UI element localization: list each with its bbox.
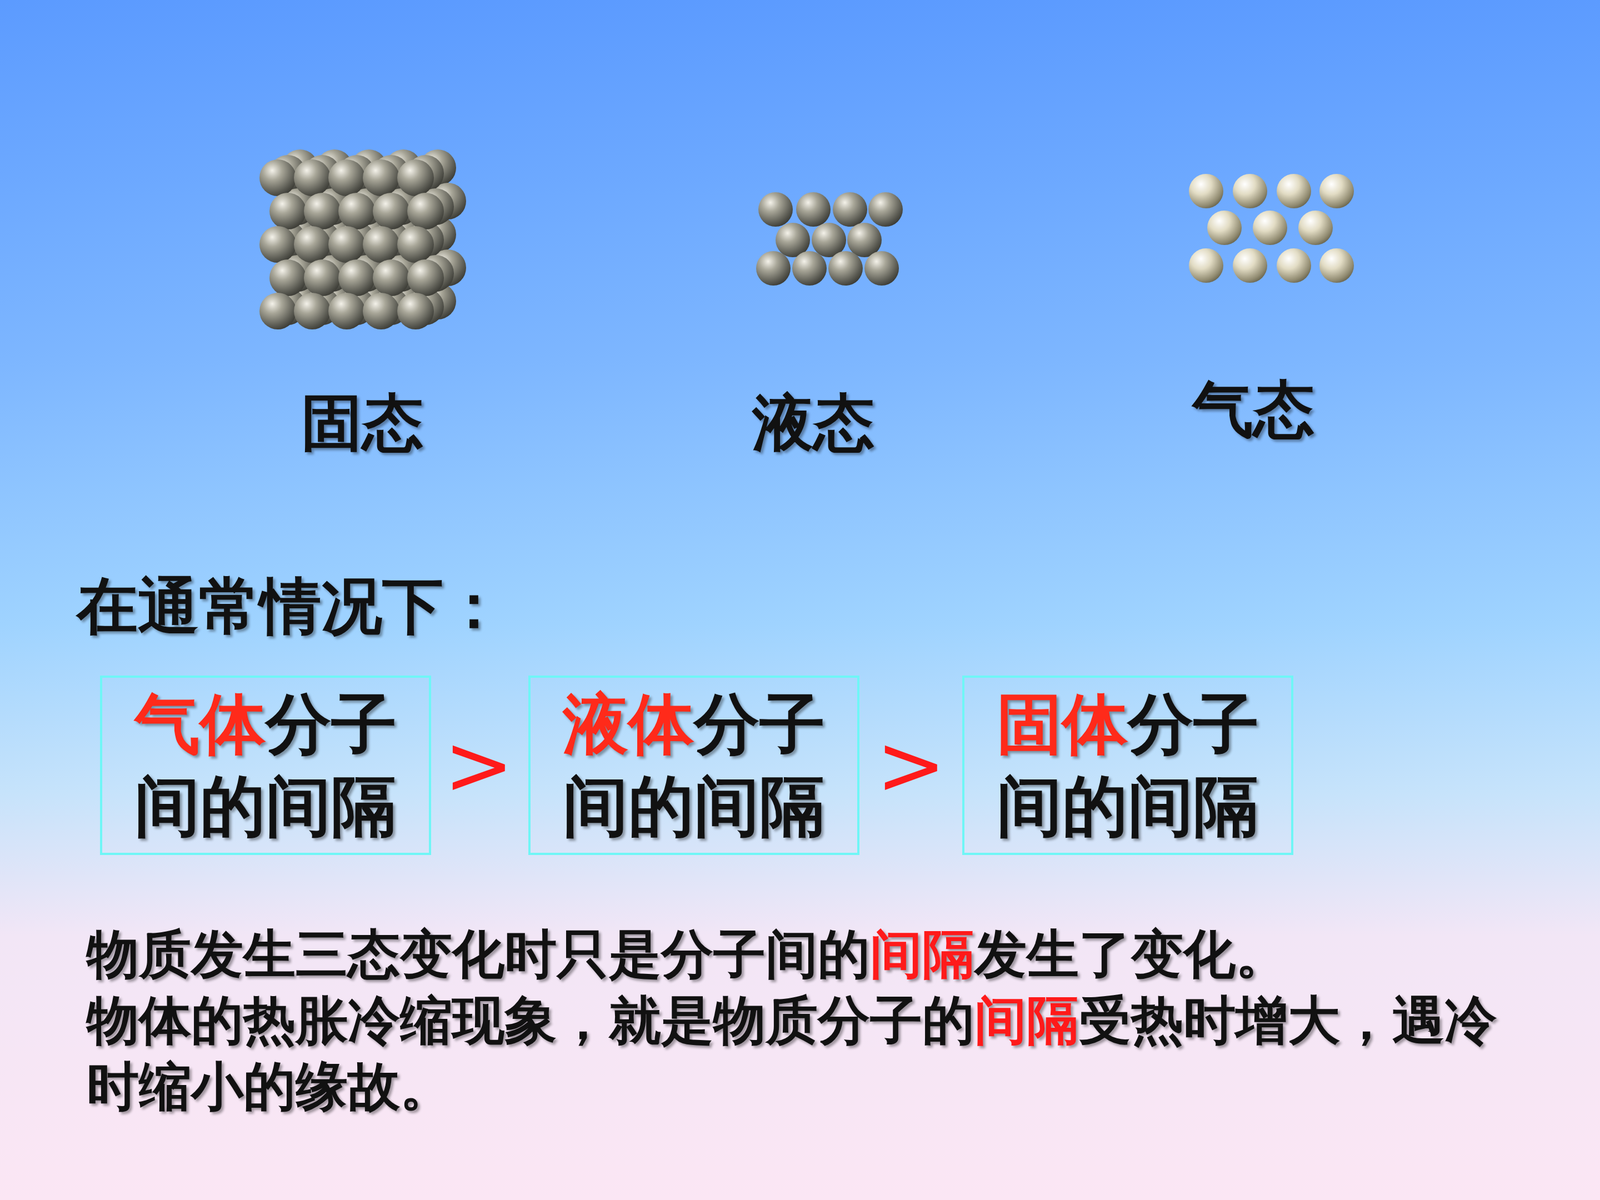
state-name: 固体 <box>996 685 1128 763</box>
molecule-sphere <box>1298 210 1333 245</box>
molecule-sphere <box>259 159 297 197</box>
molecule-sphere <box>407 259 444 297</box>
molecule-sphere <box>303 192 341 230</box>
molecule-sphere <box>362 226 400 263</box>
molecule-sphere <box>269 192 307 230</box>
intro-text: 在通常情况下： <box>76 565 505 649</box>
molecule-sphere <box>259 226 297 263</box>
molecule-sphere <box>796 192 831 227</box>
comparison-box: 液体分子间的间隔 <box>528 675 860 855</box>
molecule-sphere <box>828 251 863 286</box>
comparison-box: 固体分子间的间隔 <box>962 675 1294 855</box>
highlight-word: 间隔 <box>974 990 1079 1051</box>
molecule-sphere <box>362 159 400 197</box>
molecule-sphere <box>397 159 434 197</box>
highlight-word: 间隔 <box>870 923 975 985</box>
explanation-segment: 物体的热胀冷缩现象，就是物质分子的 <box>86 990 975 1051</box>
molecule-sphere <box>303 259 341 297</box>
molecule-sphere <box>397 292 434 330</box>
explanation-text: 物体的热胀冷缩现象，就是物质分子的间隔受热时增大，遇冷时缩小的缘故。 <box>86 987 1543 1120</box>
molecule-sphere <box>1276 173 1312 209</box>
molecule-sphere <box>792 251 827 286</box>
molecule-sphere <box>328 159 365 197</box>
molecule-sphere <box>372 259 410 297</box>
molecule-sphere <box>372 192 410 230</box>
molecule-sphere <box>864 251 899 286</box>
molecule-sphere <box>756 251 791 286</box>
greater-than: > <box>443 716 514 814</box>
molecule-sphere <box>293 159 331 197</box>
molecule-sphere <box>338 259 375 297</box>
molecule-sphere <box>293 292 331 330</box>
molecule-sphere <box>1232 248 1268 283</box>
molecule-sphere <box>397 226 434 263</box>
state-label: 固态 <box>301 382 424 465</box>
molecule-sphere <box>1207 210 1242 245</box>
molecule-sphere <box>293 226 331 263</box>
molecule-sphere <box>758 192 793 227</box>
molecule-sphere <box>1188 248 1224 283</box>
molecule-sphere <box>362 292 400 330</box>
molecule-sphere <box>868 192 903 227</box>
explanation-text: 物质发生三态变化时只是分子间的间隔发生了变化。 <box>86 921 1543 988</box>
comparison-box: 气体分子间的间隔 <box>100 675 432 855</box>
state-name: 液体 <box>562 685 694 763</box>
molecule-sphere <box>1252 210 1288 245</box>
state-label: 气态 <box>1192 368 1315 452</box>
state-name: 气体 <box>134 685 266 763</box>
molecule-sphere <box>1232 173 1268 209</box>
molecule-sphere <box>1276 248 1312 283</box>
molecule-sphere <box>259 292 297 330</box>
state-label: 液态 <box>752 382 875 465</box>
greater-than: > <box>876 716 947 814</box>
molecule-sphere <box>1319 248 1354 283</box>
molecule-sphere <box>328 292 365 330</box>
molecule-sphere <box>832 192 868 227</box>
explanation-segment: 物质发生三态变化时只是分子间的 <box>86 923 870 985</box>
molecule-sphere <box>1188 173 1224 209</box>
molecule-sphere <box>338 192 375 230</box>
molecule-sphere <box>1319 173 1354 209</box>
explanation-segment: 发生了变化。 <box>974 923 1288 985</box>
molecule-sphere <box>407 192 444 230</box>
molecule-sphere <box>328 226 365 263</box>
molecule-sphere <box>269 259 307 297</box>
